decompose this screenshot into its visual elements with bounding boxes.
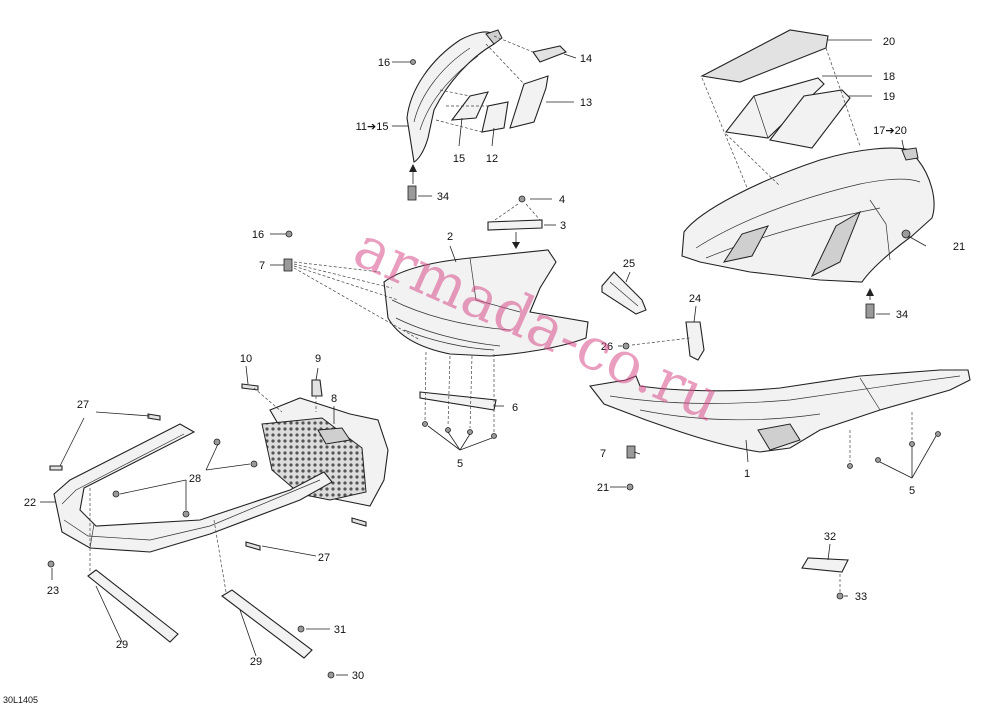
diagram-code: 30L1405 [3, 695, 38, 705]
callout-11-15: 11➔15 [356, 121, 389, 133]
callout-20: 20 [883, 36, 895, 48]
callout-29-left: 29 [116, 639, 128, 651]
pad-14 [532, 45, 567, 63]
callout-5-center: 5 [457, 458, 463, 470]
callout-4: 4 [559, 194, 565, 206]
callout-3: 3 [560, 220, 566, 232]
pad-18 [724, 77, 825, 139]
pad-20 [700, 29, 829, 83]
callout-18: 18 [883, 71, 895, 83]
front-bumper-22 [53, 423, 333, 553]
callout-7-left: 7 [259, 260, 265, 272]
plate-29-left [87, 569, 179, 643]
clip-9 [311, 379, 323, 397]
nut-33 [836, 592, 844, 600]
nut-21-lower [626, 483, 634, 491]
reflector-32 [801, 557, 849, 573]
nut-31 [297, 625, 305, 633]
callout-32: 32 [824, 531, 836, 543]
dashed-guides-top [435, 35, 534, 133]
callout-9: 9 [315, 353, 321, 365]
dashed-guides-lower [89, 387, 317, 593]
callout-31: 31 [334, 624, 346, 636]
callout-8: 8 [331, 393, 337, 405]
callout-23: 23 [47, 585, 59, 597]
clip-7-left [283, 258, 293, 272]
callout-17-20: 17➔20 [873, 125, 907, 137]
nut-26 [622, 342, 630, 350]
callout-5-right: 5 [909, 485, 915, 497]
callout-34-right: 34 [896, 309, 908, 321]
callout-6: 6 [512, 402, 518, 414]
callout-25: 25 [623, 258, 635, 270]
bracket-24 [685, 321, 705, 361]
pad-19 [769, 89, 851, 149]
callout-21-right: 21 [953, 241, 965, 253]
callout-19: 19 [883, 91, 895, 103]
screw-16-left [285, 230, 293, 238]
callout-16-top: 16 [378, 57, 390, 69]
callout-21-lower: 21 [597, 482, 609, 494]
callout-33: 33 [855, 591, 867, 603]
clip-7-right [626, 445, 636, 459]
nut-4 [518, 195, 526, 203]
nut-30 [327, 671, 335, 679]
callout-22: 22 [24, 497, 36, 509]
callout-14: 14 [580, 53, 592, 65]
headlight-bracket-assembly [406, 29, 503, 201]
pad-15 [450, 91, 489, 121]
callout-29-right: 29 [250, 656, 262, 668]
callout-24: 24 [689, 293, 701, 305]
bracket-3 [487, 219, 543, 231]
pad-13 [509, 75, 549, 129]
dashed-guides-center [293, 261, 421, 341]
bracket-25 [601, 271, 647, 315]
grille-8 [261, 397, 389, 507]
strip-6 [419, 391, 497, 411]
fasteners-27-28 [47, 413, 367, 568]
callout-27-top: 27 [77, 399, 89, 411]
callout-2: 2 [447, 231, 453, 243]
screw-16 [410, 59, 416, 65]
callout-13: 13 [580, 97, 592, 109]
plate-29-right [221, 589, 313, 659]
clip-34-top [407, 185, 417, 201]
lower-side-panel-1 [588, 369, 971, 453]
clip-34-right [865, 303, 875, 319]
front-fairing-2 [383, 249, 589, 357]
callout-34-top: 34 [437, 191, 449, 203]
callout-1: 1 [744, 468, 750, 480]
callout-10: 10 [240, 353, 252, 365]
callout-16-left: 16 [252, 229, 264, 241]
pad-12 [481, 101, 509, 133]
bolt-10 [241, 383, 259, 391]
callout-30: 30 [352, 670, 364, 682]
callout-labels: 16 14 13 11➔15 15 12 34 20 18 19 17➔20 2… [24, 36, 965, 682]
callout-7-right: 7 [600, 448, 606, 460]
callout-28: 28 [189, 473, 201, 485]
callout-15: 15 [453, 153, 465, 165]
side-panel-assembly [681, 29, 935, 319]
callout-27-bottom: 27 [318, 552, 330, 564]
rivets-5-right [847, 412, 941, 469]
callout-26: 26 [601, 341, 613, 353]
leader-lines [40, 39, 937, 676]
callout-12: 12 [486, 153, 498, 165]
